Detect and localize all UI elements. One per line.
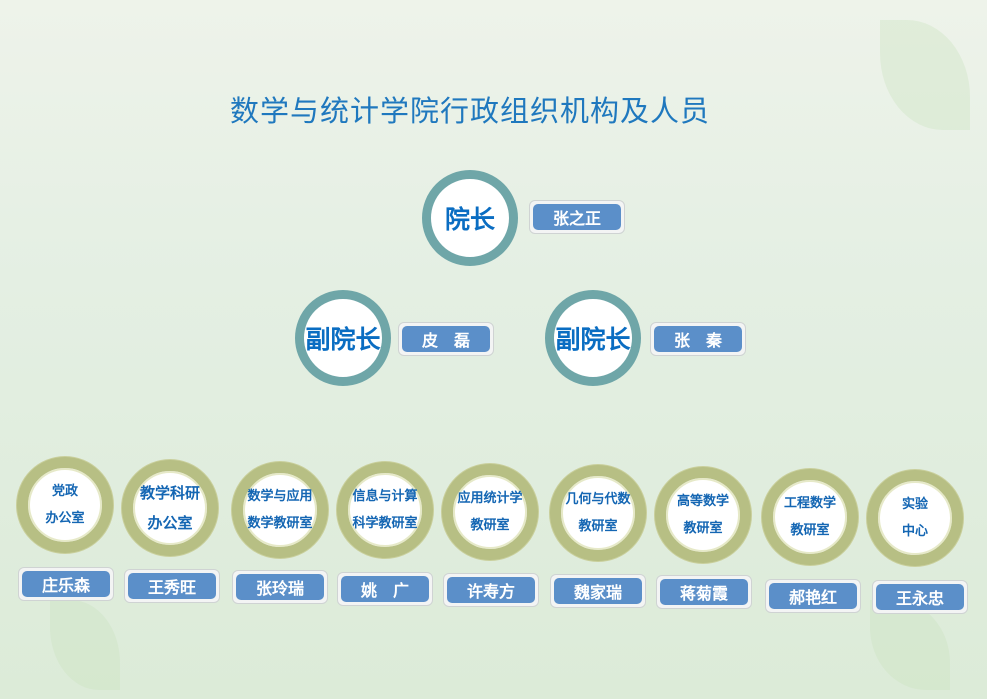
department-circle: 教学科研办公室 (122, 460, 218, 556)
dean-name-box: 张之正 (529, 200, 625, 234)
department-head-name: 庄乐森 (22, 571, 110, 597)
department-line2: 教研室 (683, 521, 723, 536)
department-line1: 工程数学 (783, 496, 836, 511)
department-head-name: 王秀旺 (128, 573, 216, 599)
department-label: 几何与代数教研室 (565, 486, 630, 540)
department-circle: 几何与代数教研室 (550, 465, 646, 561)
department-circle: 信息与计算科学教研室 (337, 462, 433, 558)
department-circle: 数学与应用数学教研室 (232, 462, 328, 558)
department-line2: 教研室 (790, 523, 830, 538)
leaf-decoration (50, 600, 120, 690)
department-head-box: 魏家瑞 (550, 574, 646, 608)
department-label: 实验中心 (902, 491, 928, 545)
department-head-box: 蒋菊霞 (656, 575, 752, 609)
department-line2: 中心 (901, 524, 928, 539)
dean-name: 张之正 (533, 204, 621, 230)
department-label: 信息与计算科学教研室 (352, 483, 417, 537)
department-line1: 信息与计算 (352, 489, 418, 504)
vice-dean-name: 皮 磊 (402, 326, 490, 352)
department-circle: 高等数学教研室 (655, 467, 751, 563)
department-label: 工程数学教研室 (784, 490, 836, 544)
department-line2: 教研室 (470, 518, 510, 533)
department-line1: 实验 (901, 497, 928, 512)
department-label: 应用统计学教研室 (457, 485, 522, 539)
department-label: 党政办公室 (45, 478, 84, 532)
department-head-name: 蒋菊霞 (660, 579, 748, 605)
department-head-name: 许寿方 (447, 577, 535, 603)
department-circle: 实验中心 (867, 470, 963, 566)
department-label: 高等数学教研室 (677, 488, 729, 542)
department-label: 数学与应用数学教研室 (247, 483, 312, 537)
department-head-box: 郝艳红 (765, 579, 861, 613)
vice-dean-name-box: 皮 磊 (398, 322, 494, 356)
department-line1: 教学科研 (139, 484, 200, 502)
department-line1: 党政 (51, 484, 78, 499)
department-head-name: 王永忠 (876, 584, 964, 610)
department-head-box: 姚 广 (337, 572, 433, 606)
department-head-box: 张玲瑞 (232, 570, 328, 604)
department-circle: 工程数学教研室 (762, 469, 858, 565)
department-line2: 科学教研室 (352, 516, 418, 531)
department-head-box: 王永忠 (872, 580, 968, 614)
department-line2: 教研室 (578, 519, 618, 534)
department-line2: 办公室 (45, 511, 85, 526)
department-label: 教学科研办公室 (140, 478, 200, 538)
department-line1: 应用统计学 (457, 491, 523, 506)
dean-role: 院长 (444, 205, 495, 234)
vice-dean-circle: 副院长 (545, 290, 641, 386)
department-head-box: 许寿方 (443, 573, 539, 607)
page-title: 数学与统计学院行政组织机构及人员 (229, 94, 710, 128)
department-head-box: 王秀旺 (124, 569, 220, 603)
vice-dean-name: 张 秦 (654, 326, 742, 352)
department-head-box: 庄乐森 (18, 567, 114, 601)
vice-dean-role: 副院长 (305, 325, 381, 354)
department-line2: 数学教研室 (247, 516, 313, 531)
department-line1: 几何与代数 (565, 492, 631, 507)
department-circle: 应用统计学教研室 (442, 464, 538, 560)
vice-dean-name-box: 张 秦 (650, 322, 746, 356)
department-line1: 高等数学 (676, 494, 729, 509)
department-head-name: 郝艳红 (769, 583, 857, 609)
department-line1: 数学与应用 (247, 489, 313, 504)
department-circle: 党政办公室 (17, 457, 113, 553)
department-line2: 办公室 (147, 514, 193, 532)
department-head-name: 姚 广 (341, 576, 429, 602)
dean-circle: 院长 (422, 170, 518, 266)
vice-dean-role: 副院长 (555, 325, 631, 354)
vice-dean-circle: 副院长 (295, 290, 391, 386)
department-head-name: 张玲瑞 (236, 574, 324, 600)
department-head-name: 魏家瑞 (554, 578, 642, 604)
